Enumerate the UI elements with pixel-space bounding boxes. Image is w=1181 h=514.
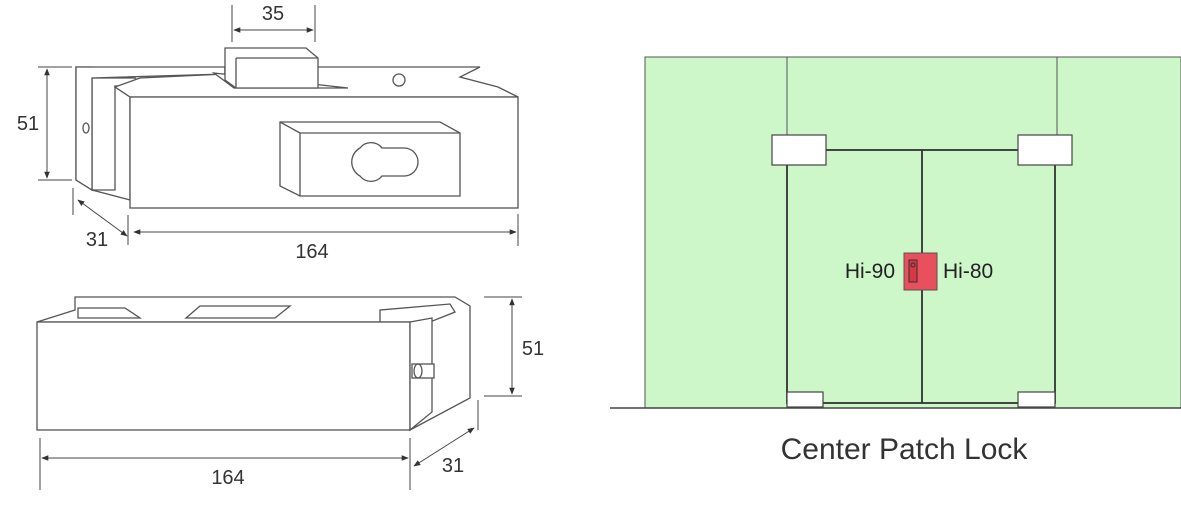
dim-label-depth: 31 [86, 229, 108, 251]
label-hi-80: Hi-80 [943, 260, 993, 283]
glass-panel [644, 56, 1181, 409]
bottom-right-patch-fitting [1017, 391, 1056, 408]
diagram-caption: Center Patch Lock [781, 433, 1029, 466]
dim-label-length-bottom: 164 [211, 467, 244, 489]
dim-label-35: 35 [262, 3, 284, 25]
lock-body-bottom-drawing [36, 296, 471, 432]
lock-body-top-drawing [75, 47, 519, 209]
dim-label-height-bottom: 51 [522, 338, 544, 360]
dim-label-height: 51 [17, 113, 39, 135]
bottom-left-patch-fitting [786, 391, 824, 408]
top-right-patch-fitting [1017, 134, 1073, 166]
dimension-lines-bottom [39, 296, 522, 490]
center-lock-icon [903, 252, 938, 291]
top-left-patch-fitting [771, 134, 827, 166]
dim-label-depth-bottom: 31 [442, 455, 464, 477]
label-hi-90: Hi-90 [845, 260, 895, 283]
dimension-lines-top [38, 5, 519, 246]
glass-door-elevation [610, 56, 1181, 409]
dim-label-length: 164 [295, 241, 328, 263]
door-frame [786, 149, 1056, 404]
